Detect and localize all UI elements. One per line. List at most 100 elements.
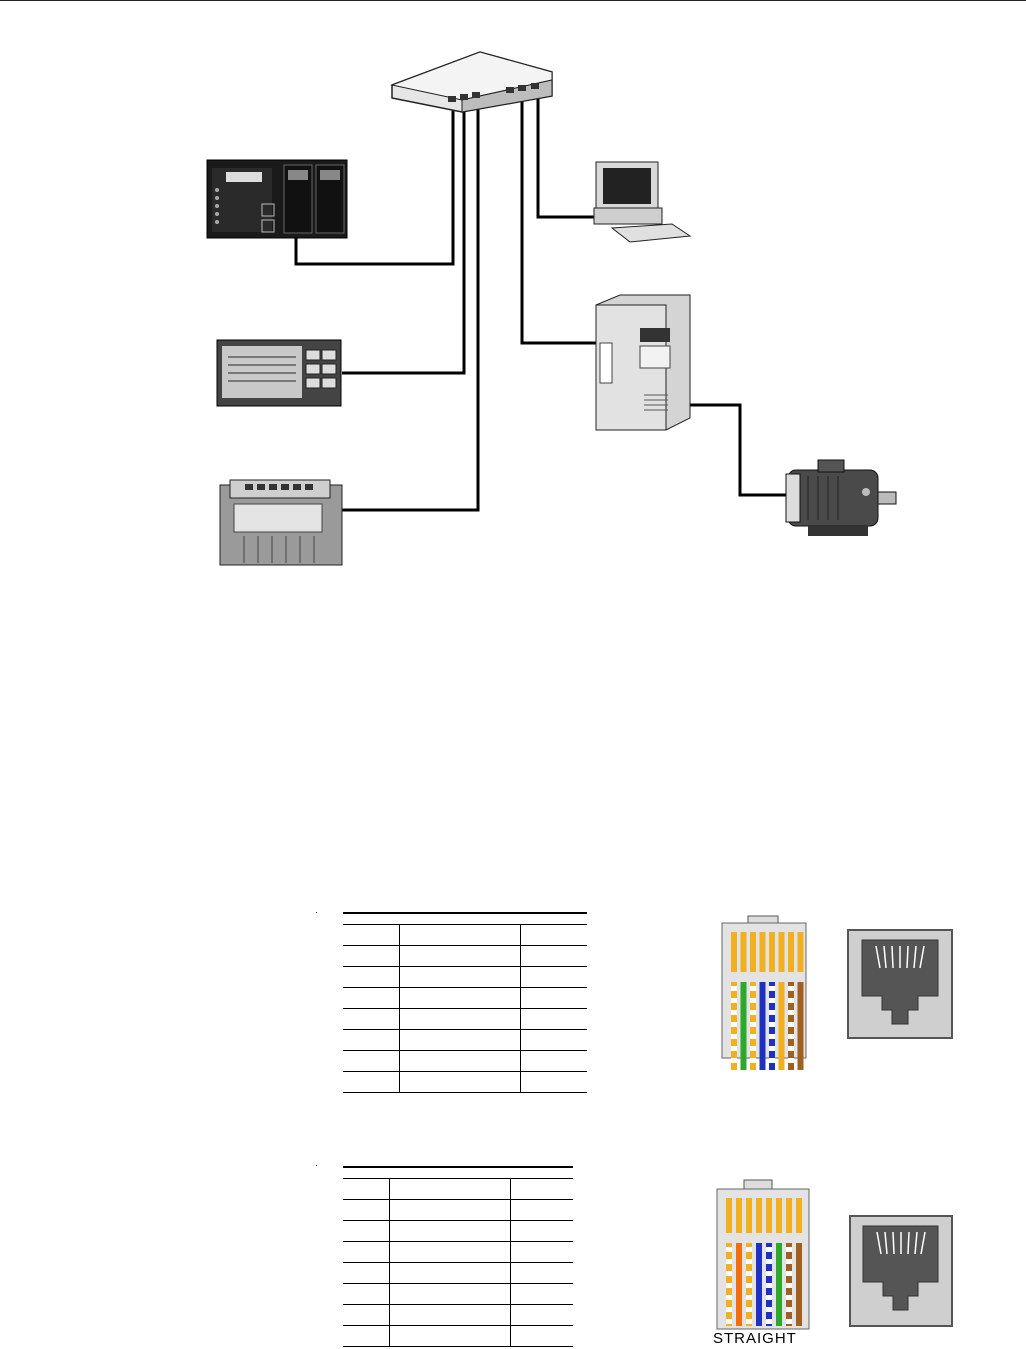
wire-stripe [750,1058,756,1063]
wire-stripe [750,1010,756,1015]
wire-stripe [731,1058,737,1063]
wire-stripe [766,1319,772,1324]
pin-contact [796,1198,802,1233]
wire-stripe [731,1022,737,1027]
wire-strand [776,1243,782,1326]
wire-stripe [766,1259,772,1264]
pin-contact [759,932,766,972]
wire-stripe [746,1271,752,1276]
wire-stripe [750,998,756,1003]
cabinet-drive-icon [595,294,691,431]
wire-stripe [766,1307,772,1312]
wire-strand [740,982,747,1070]
wire-strand [756,1243,762,1326]
pin-contact [740,932,747,972]
pin-contact [750,932,756,972]
wire-stripe [726,1295,732,1300]
wire-stripe [766,1295,772,1300]
wire-stripe [788,998,794,1003]
wire-stripe [786,1247,792,1252]
rj45-jack-icon [847,929,953,1039]
table-row [343,1325,573,1347]
table-row [343,1262,573,1284]
wire-stripe [731,986,737,991]
wire-strand [766,1243,772,1326]
wire-stripe [746,1295,752,1300]
wire-stripe [726,1283,732,1288]
wire-stripe [746,1307,752,1312]
rj45-plug-icon [716,1179,810,1330]
wire-stripe [750,1022,756,1027]
wire-stripe [731,1010,737,1015]
table-marker [316,1165,317,1166]
wire-stripe [750,1034,756,1039]
table-row [343,1199,573,1221]
wire-stripe [766,1283,772,1288]
wire-stripe [786,1307,792,1312]
pin-contact [726,1198,732,1233]
wire-strand [736,1243,742,1326]
pin-contact [786,1198,792,1233]
wire-stripe [769,1010,775,1015]
pin-contact [797,932,804,972]
wire-stripe [726,1319,732,1324]
table-row [343,1050,587,1072]
table-row [343,1304,573,1326]
wire-strand [746,1243,752,1326]
table-row [343,1220,573,1242]
table-row [343,945,587,967]
table-row [343,1178,573,1200]
wire-strand [788,982,794,1070]
wire-stripe [786,1259,792,1264]
table-row [343,987,587,1009]
cable-io [340,100,480,512]
wire-stripe [769,1046,775,1051]
wire-stripe [746,1319,752,1324]
table-header-row [343,1166,573,1179]
pin-contact [776,1198,782,1233]
wire-stripe [769,986,775,991]
wire-stripe [786,1271,792,1276]
table-row [343,1241,573,1263]
pin-contact [731,932,737,972]
rj45-jack-icon [849,1215,953,1327]
wire-stripe [731,998,737,1003]
wire-strand [796,1243,802,1326]
wire-stripe [788,986,794,991]
network-diagram [206,51,897,566]
wire-stripe [788,1046,794,1051]
table-header-row [343,912,587,925]
motor-icon [785,459,897,536]
table-row [343,1008,587,1030]
pin-contact [778,932,785,972]
wire-stripe [766,1247,772,1252]
hmi-panel-icon [216,339,342,407]
wire-stripe [726,1247,732,1252]
wire-stripe [726,1271,732,1276]
wire-stripe [786,1295,792,1300]
wire-stripe [750,1046,756,1051]
table-marker [316,912,317,913]
pin-contact [756,1198,762,1233]
computer-icon [593,161,692,243]
wire-stripe [731,1046,737,1051]
page-header-rule [0,0,1026,1]
table-row [343,966,587,988]
cable-panel [342,100,466,375]
wire-stripe [766,1271,772,1276]
wire-stripe [731,1034,737,1039]
wire-strand [786,1243,792,1326]
pin-contact [766,1198,772,1233]
wire-strand [750,982,756,1070]
wire-stripe [746,1259,752,1264]
wire-stripe [769,1034,775,1039]
plc-icon [206,159,348,239]
wire-stripe [788,1034,794,1039]
wire-strand [797,982,804,1070]
wire-strand [731,982,737,1070]
table-row [343,1029,587,1051]
pin-contact [736,1198,742,1233]
wire-strand [778,982,785,1070]
io-block-icon [219,479,343,566]
wire-strand [769,982,775,1070]
